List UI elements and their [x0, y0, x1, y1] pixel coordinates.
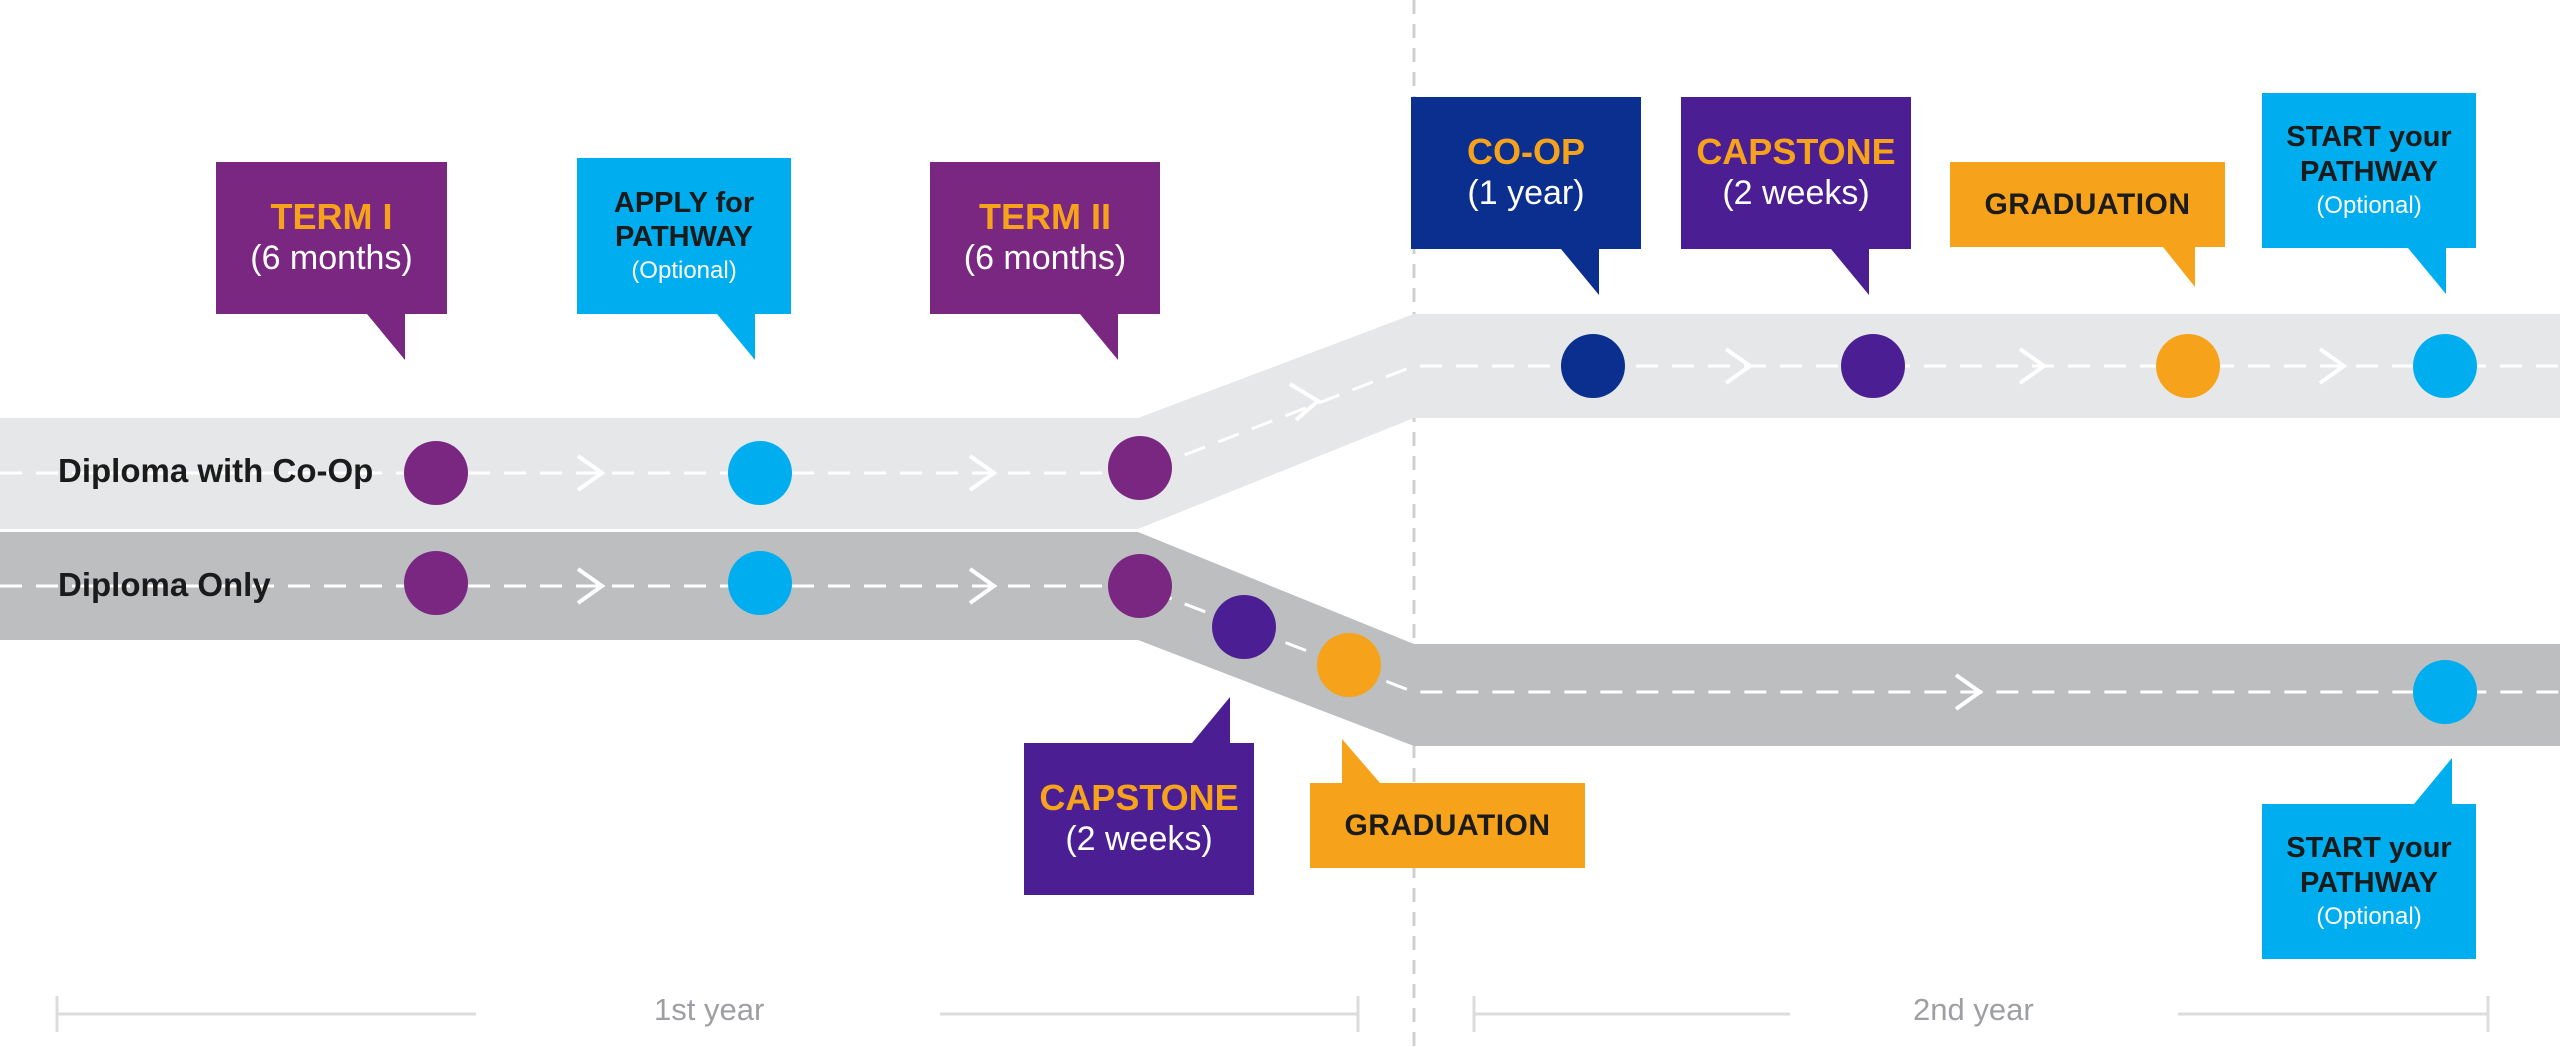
milestone-start-coop — [2413, 334, 2477, 398]
callout-term1-title: TERM I — [270, 195, 393, 237]
callout-start-pathway-coop: START your PATHWAY (Optional) — [2262, 93, 2476, 294]
coop-track — [0, 314, 2560, 529]
callout-apply-line2: PATHWAY — [614, 221, 754, 254]
callout-start-only-line1: START your — [2286, 832, 2452, 865]
callout-start-coop-line1: START your — [2286, 121, 2452, 154]
callout-graduation-only: GRADUATION — [1310, 739, 1585, 868]
callout-term2-sub: (6 months) — [963, 238, 1127, 277]
milestone-capstone-only — [1212, 595, 1276, 659]
arrow-chevron — [576, 454, 606, 492]
callout-tail — [1192, 697, 1230, 743]
callout-capstone-coop-title: CAPSTONE — [1696, 130, 1896, 172]
callout-tail — [717, 314, 755, 360]
track-label-diploma-only: Diploma Only — [58, 566, 271, 603]
callout-apply-pathway: APPLY for PATHWAY (Optional) — [577, 158, 791, 360]
callout-tail — [1080, 314, 1118, 360]
callout-tail — [2163, 247, 2195, 287]
callout-apply-optional: (Optional) — [631, 257, 737, 285]
callout-tail — [367, 314, 405, 360]
arrow-chevron — [968, 567, 998, 605]
milestones — [404, 334, 2477, 724]
callout-capstone-coop: CAPSTONE (2 weeks) — [1681, 97, 1911, 295]
callout-start-only-optional: (Optional) — [2316, 902, 2422, 930]
callout-graduation-only-label: GRADUATION — [1344, 808, 1551, 842]
direction-arrows — [576, 347, 2348, 711]
callout-term2-title: TERM II — [979, 195, 1111, 237]
milestone-term2-coop — [1108, 436, 1172, 500]
callout-term2: TERM II (6 months) — [930, 162, 1160, 360]
arrow-chevron — [1954, 673, 1984, 711]
track-label-coop: Diploma with Co-Op — [58, 452, 374, 489]
callout-tail — [1561, 249, 1599, 295]
milestone-term2-only — [1108, 554, 1172, 618]
milestone-coop — [1561, 334, 1625, 398]
callout-capstone-only-sub: (2 weeks) — [1065, 819, 1213, 858]
callout-capstone-only-title: CAPSTONE — [1039, 776, 1239, 818]
milestone-capstone-coop — [1841, 334, 1905, 398]
callout-capstone-coop-sub: (2 weeks) — [1722, 173, 1870, 212]
milestone-apply-only — [728, 551, 792, 615]
year-label-second: 2nd year — [1913, 992, 2034, 1027]
arrow-chevron — [2018, 347, 2048, 385]
callout-coop-title: CO-OP — [1466, 130, 1585, 172]
callout-start-only-line2: PATHWAY — [2299, 866, 2439, 899]
callout-graduation-coop: GRADUATION — [1950, 162, 2225, 287]
callout-start-pathway-only: START your PATHWAY (Optional) — [2262, 758, 2476, 959]
callout-tail — [2408, 248, 2446, 294]
milestone-graduation-coop — [2156, 334, 2220, 398]
callout-term1-sub: (6 months) — [250, 238, 413, 277]
year-axis — [55, 996, 2490, 1032]
callout-tail — [1342, 739, 1380, 783]
diploma-only-track — [0, 532, 2560, 746]
callout-graduation-coop-label: GRADUATION — [1984, 187, 2191, 221]
callout-capstone-only: CAPSTONE (2 weeks) — [1024, 697, 1254, 895]
arrow-chevron — [1724, 347, 1754, 385]
callout-tail — [1831, 249, 1869, 295]
callout-start-coop-line2: PATHWAY — [2299, 155, 2439, 188]
arrow-chevron — [968, 454, 998, 492]
callout-start-coop-optional: (Optional) — [2316, 191, 2422, 219]
milestone-term1-only — [404, 551, 468, 615]
milestone-term1-coop — [404, 441, 468, 505]
arrow-chevron — [2318, 347, 2348, 385]
year-label-first: 1st year — [654, 992, 765, 1027]
callout-term1: TERM I (6 months) — [216, 162, 447, 360]
callout-apply-line1: APPLY for — [613, 186, 755, 219]
callout-coop: CO-OP (1 year) — [1411, 97, 1641, 295]
milestone-apply-coop — [728, 441, 792, 505]
milestone-graduation-only — [1317, 633, 1381, 697]
callout-tail — [2414, 758, 2452, 804]
milestone-start-only — [2413, 660, 2477, 724]
callout-coop-sub: (1 year) — [1467, 173, 1585, 212]
arrow-chevron — [576, 567, 606, 605]
arrow-chevron — [1288, 382, 1322, 422]
